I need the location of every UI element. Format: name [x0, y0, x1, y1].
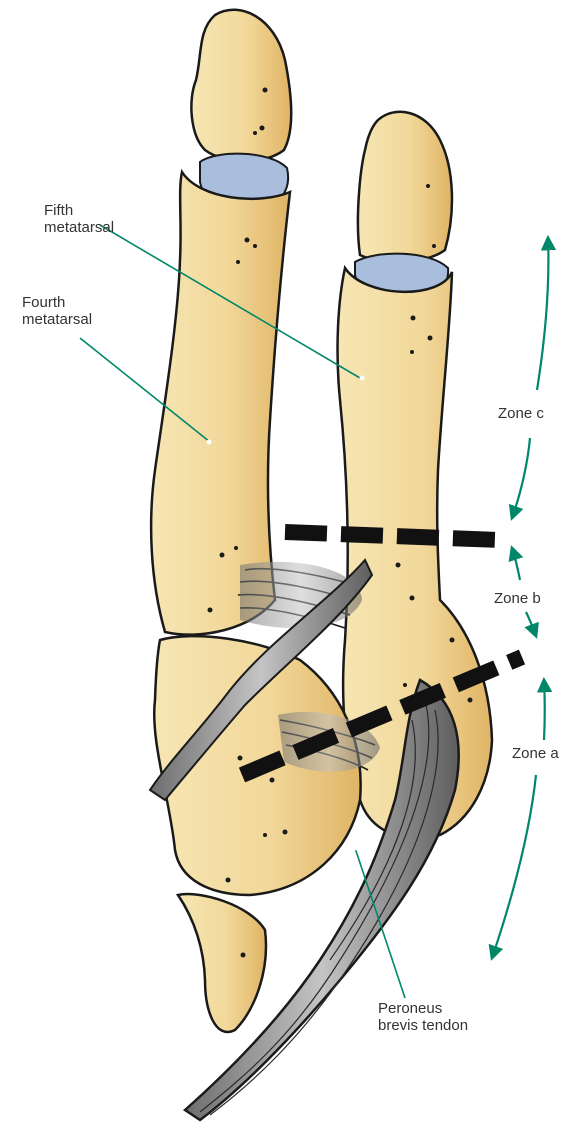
zone-b-arrow — [512, 548, 520, 580]
peroneus-brevis-label-line1: Peroneus — [378, 1000, 468, 1017]
fourth-metatarsal-label-line1: Fourth — [22, 294, 92, 311]
zone-c-arrow-lower — [512, 438, 530, 518]
fourth-metatarsal-label: Fourth metatarsal — [22, 294, 92, 328]
peroneus-brevis-label-line2: brevis tendon — [378, 1017, 468, 1034]
fourth-toe-phalanx — [191, 10, 291, 161]
zone-a-arrow — [544, 680, 545, 740]
zone-b-arrow-lower — [526, 612, 536, 636]
fifth-toe-phalanx — [358, 112, 452, 262]
fifth-metatarsal-label-line2: metatarsal — [44, 219, 114, 236]
heel-bone-edge — [178, 894, 266, 1032]
fourth-metatarsal-label-line2: metatarsal — [22, 311, 92, 328]
zone-c-label: Zone c — [498, 405, 544, 422]
peroneus-brevis-label: Peroneus brevis tendon — [378, 1000, 468, 1034]
fifth-metatarsal-label-line1: Fifth — [44, 202, 114, 219]
zone-a-label: Zone a — [512, 745, 559, 762]
fifth-metatarsal-label: Fifth metatarsal — [44, 202, 114, 236]
zone-c-arrow — [537, 238, 548, 390]
zone-a-arrow-lower — [492, 775, 536, 958]
zone-b-label: Zone b — [494, 590, 541, 607]
